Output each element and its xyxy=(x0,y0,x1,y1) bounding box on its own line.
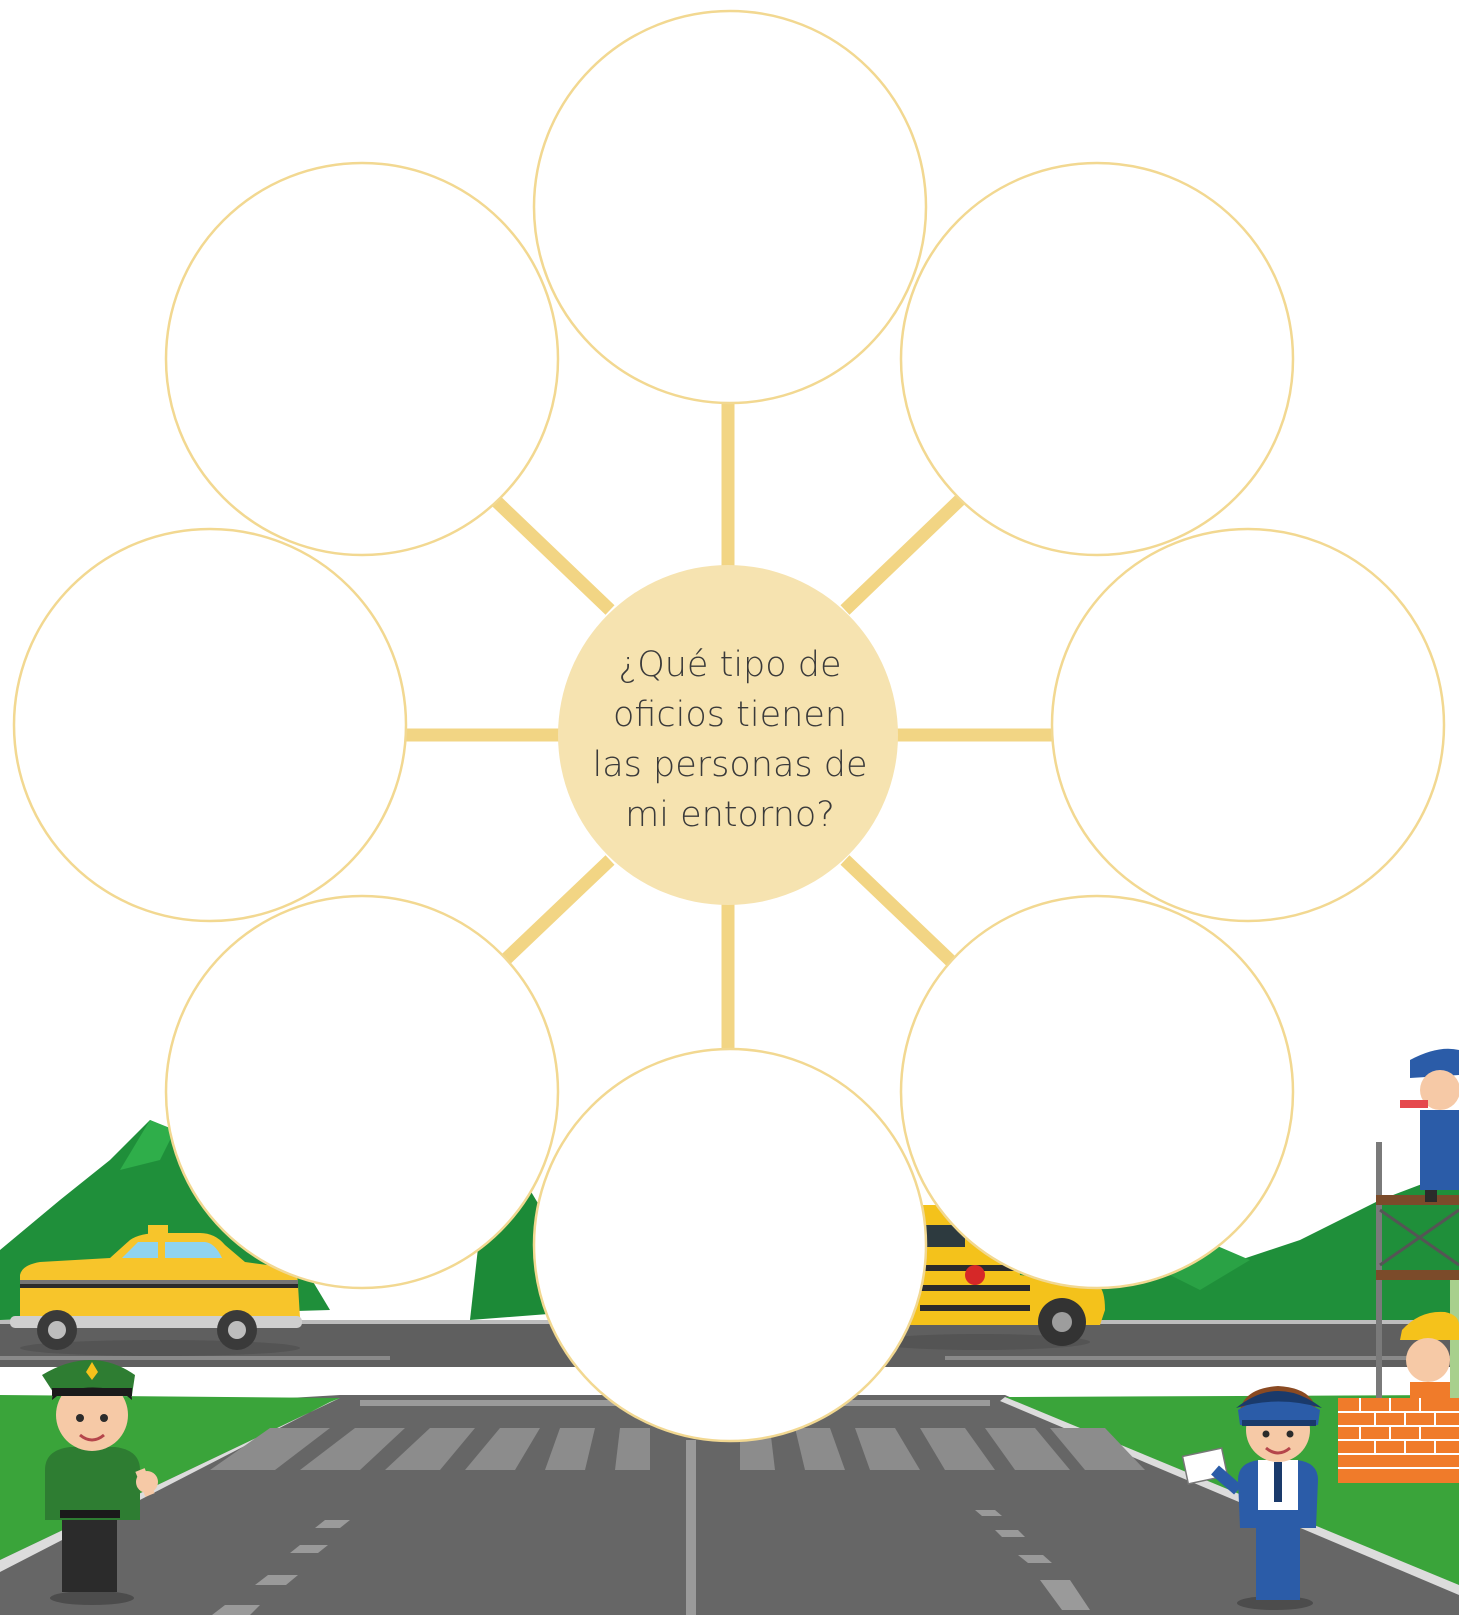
node-circle-top-left[interactable] xyxy=(166,163,558,555)
center-question-text: ¿Qué tipo de oficios tienen las personas… xyxy=(585,640,875,840)
connector-bottom-left xyxy=(505,860,610,960)
node-circle-top-right[interactable] xyxy=(901,163,1293,555)
node-circle-left[interactable] xyxy=(14,529,406,921)
node-circle-right[interactable] xyxy=(1052,529,1444,921)
center-question: ¿Qué tipo de oficios tienen las personas… xyxy=(575,630,885,850)
connector-bottom-right xyxy=(845,860,955,965)
node-circle-bottom-left[interactable] xyxy=(166,896,558,1288)
connector-top-right xyxy=(845,495,965,610)
connector-top-left xyxy=(495,500,610,610)
node-circle-bottom-right[interactable] xyxy=(901,896,1293,1288)
node-circle-bottom[interactable] xyxy=(534,1049,926,1441)
node-circle-top[interactable] xyxy=(534,11,926,403)
